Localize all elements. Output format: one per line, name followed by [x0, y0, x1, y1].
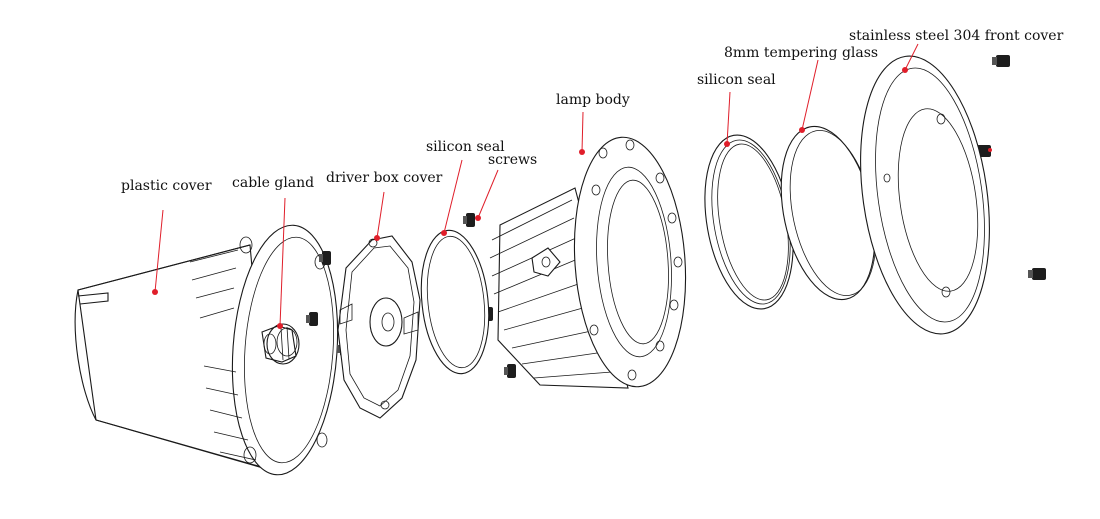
screw	[504, 364, 516, 378]
silicon-seal-1	[420, 229, 490, 375]
label-silicon-seal-2: silicon seal	[697, 72, 776, 88]
plastic-cover	[74, 224, 339, 476]
tempering-glass	[780, 125, 877, 301]
lamp-body	[489, 136, 687, 389]
cable-gland	[261, 323, 300, 365]
screw	[319, 251, 331, 265]
screw	[463, 213, 475, 227]
label-front-cover: stainless steel 304 front cover	[849, 28, 1064, 44]
label-driver-box-cover: driver box cover	[326, 170, 443, 186]
labels: plastic cover cable gland driver box cov…	[121, 28, 1064, 194]
label-silicon-seal-1: silicon seal	[426, 139, 505, 155]
label-tempering-glass: 8mm tempering glass	[724, 45, 878, 61]
screw	[1028, 268, 1046, 280]
label-screws: screws	[488, 152, 537, 168]
leader-lines	[152, 43, 992, 329]
label-cable-gland: cable gland	[232, 175, 314, 191]
driver-box-cover	[337, 235, 421, 419]
screw	[992, 55, 1010, 67]
label-lamp-body: lamp body	[556, 92, 630, 108]
label-plastic-cover: plastic cover	[121, 178, 212, 194]
screw	[306, 312, 318, 326]
front-cover	[860, 55, 990, 335]
